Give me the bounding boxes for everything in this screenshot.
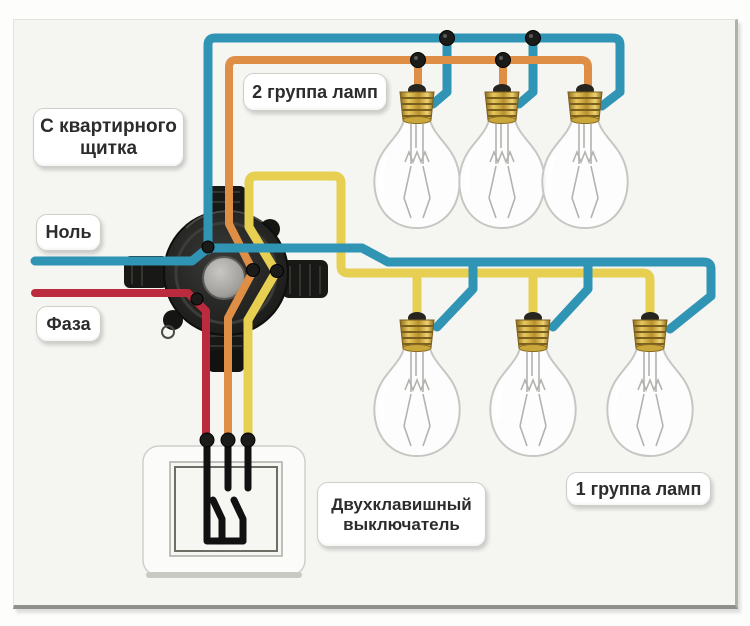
label-lamp-group-1: 1 группа ламп: [566, 472, 711, 506]
label-two-gang-switch-line1: Двухклавишный: [331, 494, 472, 514]
label-from-panel-line1: С квартирного: [40, 115, 177, 137]
two-gang-switch: [142, 436, 306, 578]
wire-neutral-blue: [30, 33, 716, 334]
label-lamp-group-2: 2 группа ламп: [243, 73, 387, 111]
lamp-group2-bulb-1: [372, 82, 462, 230]
label-two-gang-switch-line2: выключатель: [343, 514, 460, 534]
label-phase-text: Фаза: [46, 313, 91, 334]
label-lamp-group-1-text: 1 группа ламп: [575, 478, 702, 499]
lamp-group1-bulb-1: [372, 310, 462, 458]
label-lamp-group-2-text: 2 группа ламп: [252, 81, 378, 102]
lamp-group2-bulb-2: [457, 82, 547, 230]
switch-schematic-symbol: [203, 436, 252, 545]
lamp-group-2: [372, 82, 630, 230]
lamp-group1-bulb-3: [605, 310, 695, 458]
lamp-group2-bulb-3: [540, 82, 630, 230]
label-phase: Фаза: [36, 306, 101, 342]
box-screw: [161, 325, 175, 339]
connector-dots: [190, 30, 541, 448]
label-two-gang-switch: Двухклавишный выключатель: [317, 482, 486, 547]
label-from-panel-line2: щитка: [79, 137, 138, 159]
label-neutral: Ноль: [36, 214, 101, 251]
wire-group1-yellow: [243, 171, 655, 445]
label-neutral-text: Ноль: [45, 222, 92, 243]
lamp-group-1: [372, 310, 695, 458]
label-from-panel: С квартирного щитка: [33, 108, 184, 167]
lamp-group1-bulb-2: [488, 310, 578, 458]
